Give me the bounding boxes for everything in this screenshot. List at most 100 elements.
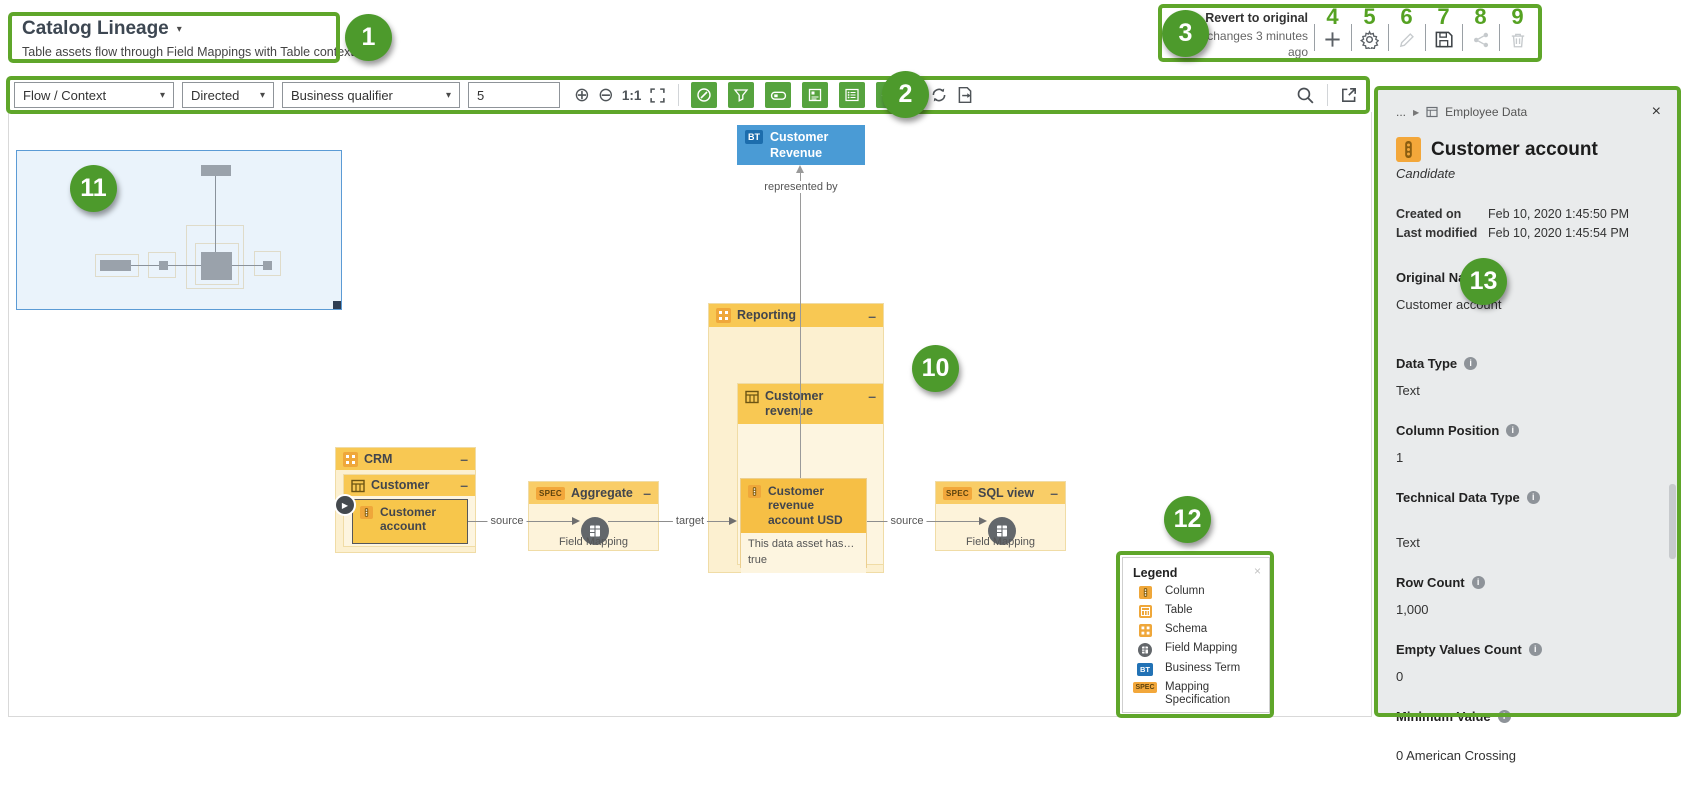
info-icon[interactable]: i bbox=[1497, 709, 1511, 723]
field-label: Data Type bbox=[1396, 355, 1458, 371]
revert-button[interactable]: Revert to original last changes 3 minute… bbox=[1168, 7, 1308, 61]
info-icon[interactable]: i bbox=[1464, 356, 1478, 370]
callout-number-9: 9 bbox=[1511, 4, 1524, 29]
info-icon[interactable]: i bbox=[1528, 642, 1542, 656]
divider bbox=[1499, 24, 1500, 51]
info-icon[interactable]: i bbox=[1471, 575, 1485, 589]
info-icon[interactable]: i bbox=[1506, 423, 1520, 437]
filter-toggle[interactable] bbox=[728, 82, 755, 108]
last-modified-value: Feb 10, 2020 1:45:54 PM bbox=[1488, 226, 1630, 241]
callout-badge-10: 10 bbox=[912, 345, 959, 392]
chevron-down-icon: ▾ bbox=[259, 89, 265, 101]
arrowhead-right bbox=[572, 517, 580, 525]
add-button[interactable]: 4 bbox=[1314, 4, 1351, 57]
legend-label: Column bbox=[1165, 585, 1205, 597]
breadcrumb-ellipsis[interactable]: ... bbox=[1396, 105, 1407, 119]
chevron-down-icon: ▾ bbox=[159, 89, 165, 101]
zoom-actual-button[interactable]: 1:1 bbox=[621, 87, 642, 103]
created-on-value: Feb 10, 2020 1:45:50 PM bbox=[1488, 207, 1630, 221]
panel-scrollbar[interactable] bbox=[1669, 484, 1676, 559]
title-caret-icon[interactable]: ▾ bbox=[176, 23, 182, 35]
field-value: Customer account bbox=[1396, 296, 1502, 312]
asset-title: Customer account bbox=[1431, 138, 1598, 160]
callout-badge-2: 2 bbox=[882, 71, 929, 118]
open-external-button[interactable] bbox=[1340, 86, 1358, 104]
legend-item: Column bbox=[1133, 585, 1259, 599]
node-mapping-spec-sql-view[interactable]: SPEC SQL view – Field Mapping bbox=[935, 481, 1066, 551]
delete-button[interactable]: 9 bbox=[1499, 4, 1536, 57]
divider bbox=[1314, 24, 1315, 51]
breadcrumb: ... ▶ Employee Data × bbox=[1396, 103, 1661, 121]
breadcrumb-arrow-icon: ▶ bbox=[1413, 107, 1420, 117]
collapse-button[interactable]: – bbox=[460, 451, 468, 467]
node-attribute: true bbox=[748, 553, 767, 566]
attribute-original-name: Original Namei Customer account bbox=[1396, 270, 1661, 312]
legend-close-button[interactable]: × bbox=[1253, 564, 1261, 578]
page-subtitle: Table assets flow through Field Mappings… bbox=[22, 45, 354, 59]
legend-item: SPEC Mapping Specification bbox=[1133, 681, 1259, 707]
collapse-button[interactable]: – bbox=[460, 477, 468, 493]
node-business-term-customer-revenue[interactable]: BT Customer Revenue bbox=[737, 125, 865, 165]
search-button[interactable] bbox=[1296, 86, 1315, 105]
edge-label-target: target bbox=[672, 515, 708, 527]
collapse-button[interactable]: – bbox=[868, 307, 876, 324]
callout-number-7: 7 bbox=[1437, 4, 1450, 29]
plus-icon bbox=[1314, 30, 1351, 49]
field-mapping-icon[interactable] bbox=[581, 517, 609, 545]
trace-play-button[interactable]: ▶ bbox=[334, 494, 356, 516]
layout-select-value: Flow / Context bbox=[23, 87, 107, 103]
edit-button[interactable]: 6 bbox=[1388, 4, 1425, 57]
fit-screen-button[interactable] bbox=[649, 87, 666, 104]
field-value: 1,000 bbox=[1396, 601, 1429, 617]
panel-close-button[interactable]: × bbox=[1651, 103, 1661, 120]
table-asset-icon bbox=[1426, 106, 1438, 118]
info-icon[interactable]: i bbox=[1526, 490, 1540, 504]
field-value: 0 American Crossing bbox=[1396, 747, 1516, 763]
collapse-button[interactable]: – bbox=[868, 388, 876, 404]
breadcrumb-parent[interactable]: Employee Data bbox=[1445, 105, 1528, 119]
tag-icon bbox=[770, 91, 786, 100]
label-toggle[interactable] bbox=[765, 82, 792, 108]
legend-label: Schema bbox=[1165, 623, 1208, 635]
attribute-list: Original Namei Customer account Data Typ… bbox=[1396, 270, 1661, 763]
history-actions: Revert to original last changes 3 minute… bbox=[1168, 4, 1536, 59]
node-label: CRM bbox=[364, 451, 393, 466]
direction-select[interactable]: Directed ▾ bbox=[182, 82, 274, 108]
node-column-customer-revenue-account-usd[interactable]: Customer revenue account USD This data a… bbox=[740, 478, 867, 573]
minimap-resize-handle[interactable] bbox=[333, 301, 341, 309]
node-column-customer-account[interactable]: Customer account bbox=[352, 499, 468, 544]
qualifier-select[interactable]: Business qualifier ▾ bbox=[282, 82, 460, 108]
field-mapping-icon[interactable] bbox=[988, 517, 1016, 545]
refresh-button[interactable] bbox=[930, 86, 948, 104]
trash-icon bbox=[1499, 31, 1536, 49]
field-label: Empty Values Count bbox=[1396, 641, 1522, 657]
node-label: SQL view bbox=[978, 485, 1035, 500]
minimap-node bbox=[201, 252, 232, 280]
settings-button[interactable]: 5 bbox=[1351, 4, 1388, 57]
view-header: Catalog Lineage ▾ Table assets flow thro… bbox=[22, 18, 354, 59]
legend-label: Business Term bbox=[1165, 662, 1241, 674]
page-title[interactable]: Catalog Lineage bbox=[22, 18, 169, 39]
list-toggle[interactable] bbox=[839, 82, 866, 108]
zoom-in-button[interactable]: ⊕ bbox=[574, 84, 590, 106]
minimap[interactable] bbox=[16, 150, 342, 310]
route-toggle[interactable] bbox=[691, 82, 718, 108]
asset-details-panel: ... ▶ Employee Data × Customer account C… bbox=[1378, 89, 1679, 763]
collapse-button[interactable]: – bbox=[1050, 485, 1058, 501]
zoom-out-button[interactable]: ⊖ bbox=[597, 84, 614, 106]
column-icon bbox=[360, 506, 373, 519]
save-button[interactable]: 7 bbox=[1425, 4, 1462, 57]
share-button[interactable]: 8 bbox=[1462, 4, 1499, 57]
layout-select[interactable]: Flow / Context ▾ bbox=[14, 82, 174, 108]
schema-icon bbox=[716, 308, 731, 323]
node-mapping-spec-aggregate[interactable]: SPEC Aggregate – Field Mapping bbox=[528, 481, 659, 551]
field-label: Minimum Value bbox=[1396, 708, 1491, 724]
depth-input[interactable] bbox=[468, 82, 560, 108]
export-button[interactable] bbox=[956, 86, 974, 104]
card-toggle[interactable] bbox=[802, 82, 829, 108]
action-icon-row: 4 5 6 7 bbox=[1314, 4, 1536, 57]
revert-label[interactable]: Revert to original bbox=[1205, 10, 1308, 25]
collapse-button[interactable]: – bbox=[643, 485, 651, 501]
